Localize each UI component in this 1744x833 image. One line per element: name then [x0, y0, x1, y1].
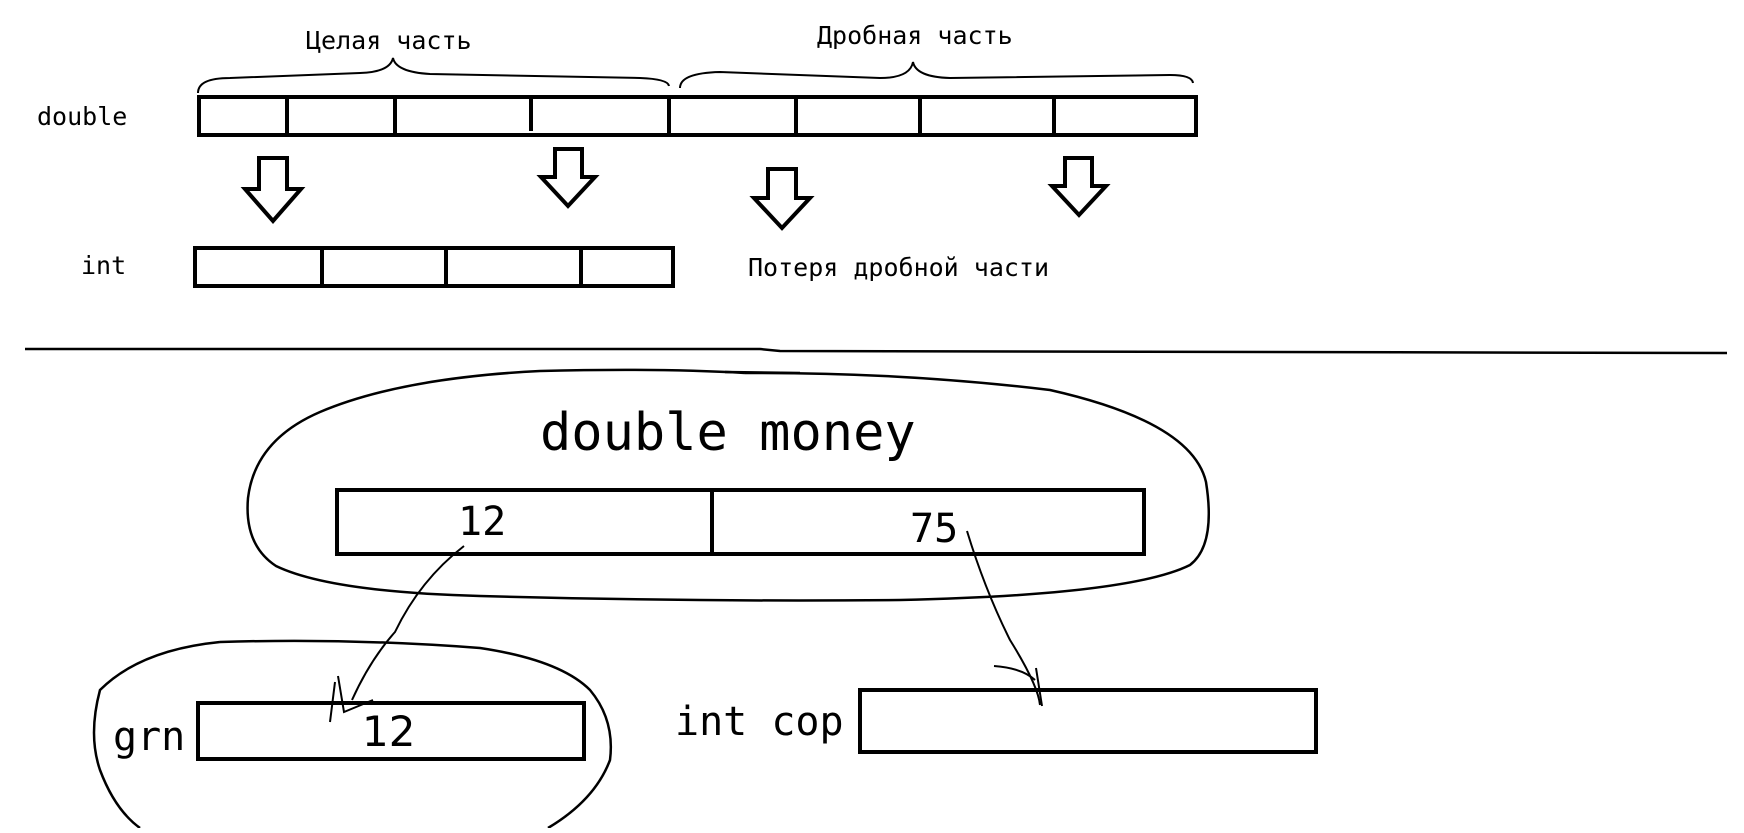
cop-value-box — [858, 688, 1318, 754]
money-ellipse — [246, 368, 1211, 602]
integer-to-grn-arrow — [351, 545, 465, 701]
cop-label: int cop — [675, 699, 844, 745]
fraction-part-label: Дробная часть — [817, 21, 1013, 50]
integer-part-brace — [197, 57, 670, 94]
arrow-head-icon — [993, 665, 1043, 707]
double-label: double — [37, 102, 127, 131]
grn-ellipse — [92, 639, 612, 830]
money-value-bar — [335, 488, 1146, 556]
down-arrow-icon — [1047, 156, 1111, 218]
money-integer-value: 12 — [458, 499, 506, 545]
down-arrow-icon — [536, 147, 600, 209]
int-label: int — [81, 251, 126, 280]
integer-part-label: Целая часть — [306, 26, 472, 55]
fraction-to-cop-arrow — [966, 530, 1041, 706]
section-divider — [25, 347, 1728, 355]
int-bytes-bar — [193, 246, 675, 288]
double-bytes-bar — [197, 95, 1198, 137]
grn-value: 12 — [362, 707, 415, 756]
double-to-int-section: Целая часть Дробная часть double int Пот… — [37, 21, 1198, 288]
double-money-label: double money — [540, 403, 916, 463]
ellipse-overlap-stroke — [724, 370, 801, 375]
grn-label: grn — [113, 714, 185, 760]
money-split-section: double money 12 75 grn 12 int cop — [92, 368, 1318, 830]
fraction-loss-label: Потеря дробной части — [748, 253, 1049, 282]
grn-value-box — [196, 701, 586, 761]
down-arrow-icon — [749, 167, 815, 231]
down-arrow-icon — [240, 156, 306, 225]
money-fraction-value: 75 — [910, 506, 958, 552]
fraction-part-brace — [679, 61, 1194, 89]
